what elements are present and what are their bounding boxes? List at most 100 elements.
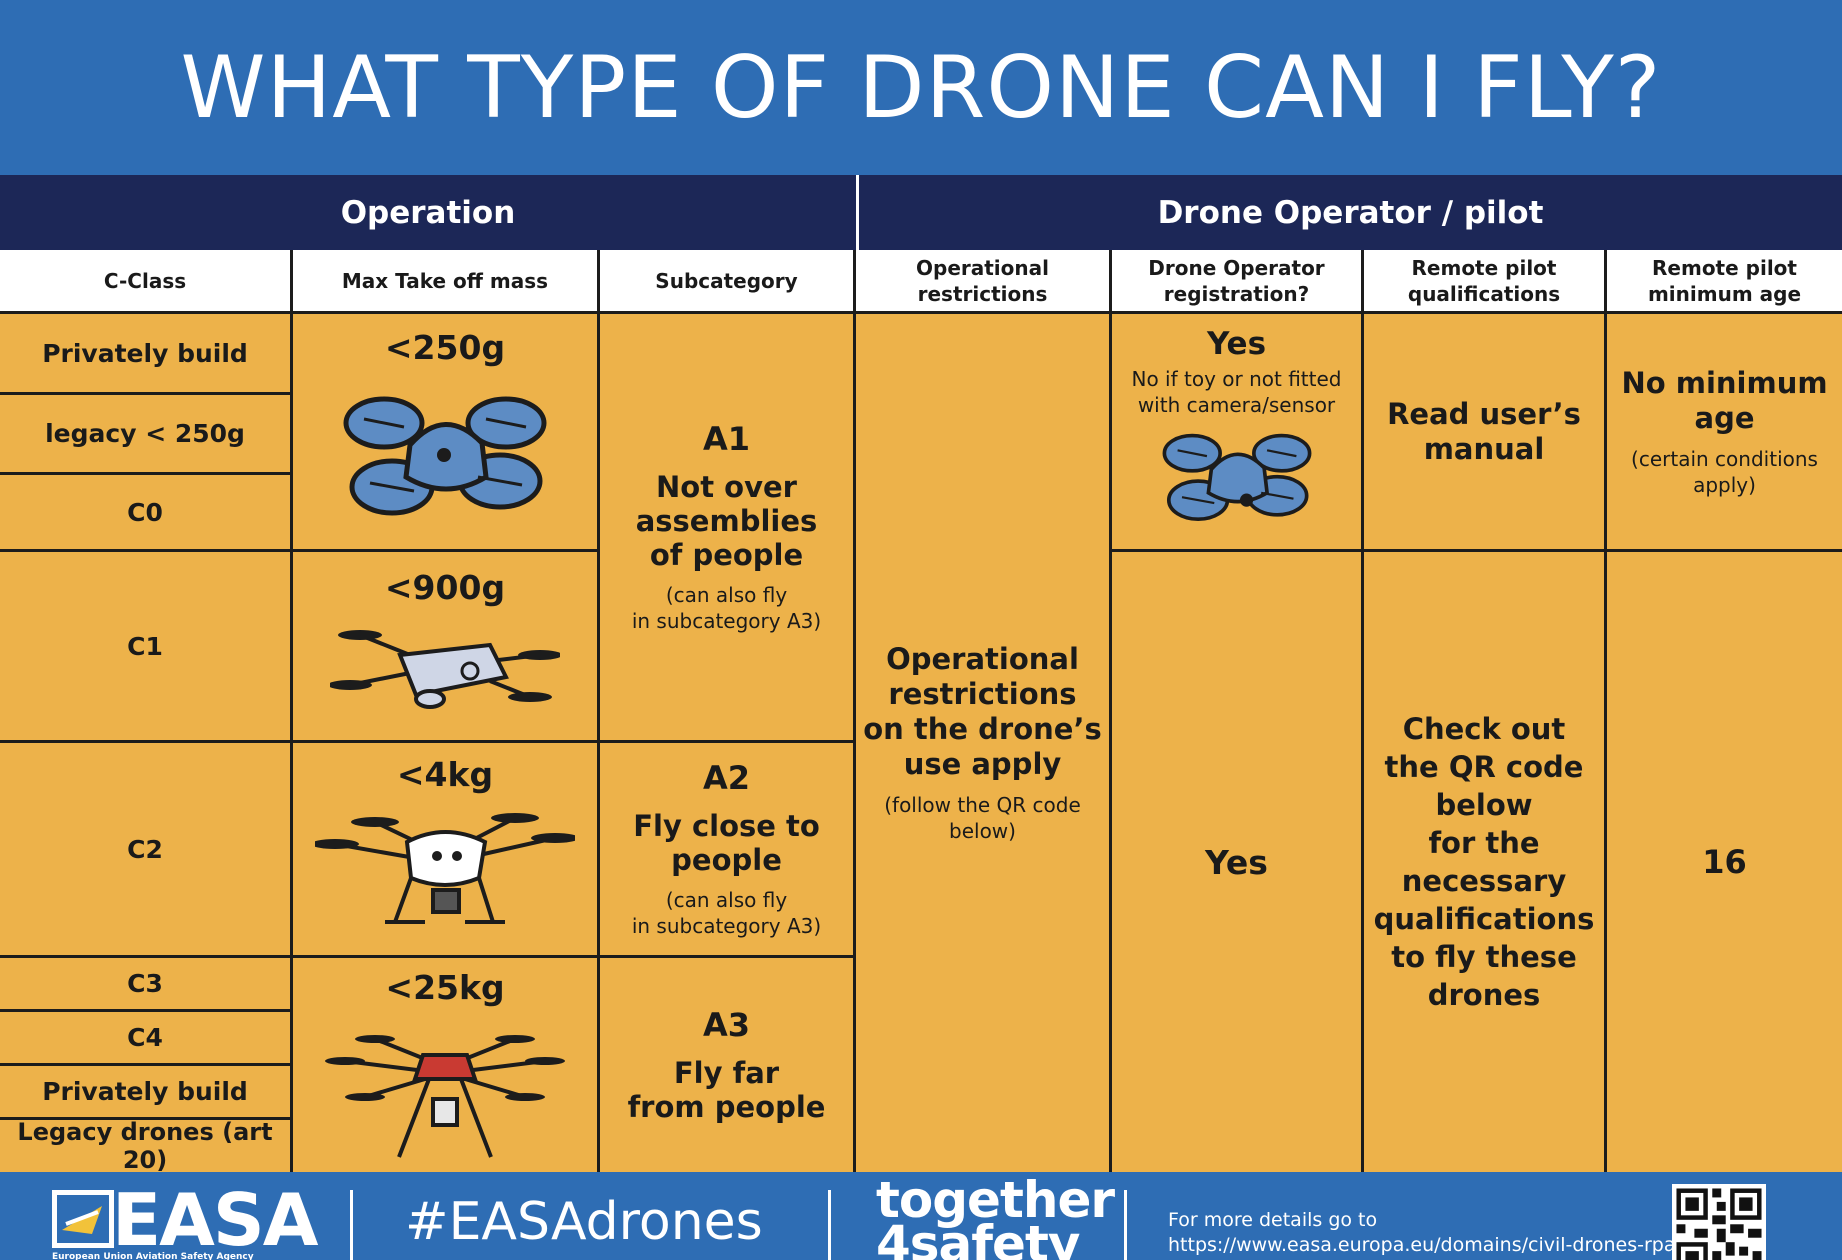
col-header-mass-text: Max Take off mass	[341, 268, 549, 293]
subcategory-text: Fly close to	[633, 809, 820, 843]
cclass-label: C0	[127, 497, 163, 527]
qualifications-text: Read user’s	[1387, 396, 1581, 431]
age-text: age	[1694, 400, 1755, 435]
mass-label: <250g	[384, 328, 506, 367]
footer-divider	[1124, 1190, 1127, 1260]
restrictions-note: (follow the QR code	[884, 793, 1081, 817]
cclass-cell: C0	[0, 475, 293, 552]
registration-note: No if toy or not fitted	[1131, 367, 1342, 391]
group-header-pilot: Drone Operator / pilot	[1157, 194, 1544, 231]
col-header-cclass-text: C-Class	[103, 268, 187, 293]
subcategory-text: people	[671, 843, 782, 877]
qualifications-text: qualifications	[1373, 902, 1595, 936]
age-value: 16	[1702, 843, 1747, 881]
hashtag-link[interactable]: #EASAdrones	[405, 1192, 763, 1252]
qualifications-bottom-cell: Check out the QR code below for the nece…	[1364, 552, 1607, 1172]
col-header-qualifications-l2: qualifications	[1407, 281, 1561, 306]
subcategory-note: (can also fly	[665, 888, 788, 912]
age-note: apply)	[1693, 472, 1756, 497]
subcategory-text: from people	[627, 1090, 826, 1124]
cclass-label: Legacy drones (art 20)	[17, 1118, 273, 1174]
easa-logo-word: EASA	[112, 1178, 318, 1260]
cclass-label: Privately build	[42, 1077, 248, 1106]
col-header-subcategory: Subcategory	[600, 250, 856, 314]
subcategory-code: A3	[702, 1006, 751, 1044]
registration-top-cell: Yes No if toy or not fitted with camera/…	[1112, 314, 1364, 552]
cclass-cell: Privately build	[0, 1066, 293, 1120]
subcategory-text: assemblies	[635, 504, 818, 538]
col-header-registration-l2: registration?	[1163, 281, 1310, 306]
restrictions-cell: Operational restrictions on the drone’s …	[856, 314, 1112, 1172]
cclass-label: legacy < 250g	[45, 419, 245, 448]
cclass-label: C2	[127, 834, 163, 864]
cclass-label: C4	[127, 1023, 163, 1052]
subcategory-a3-cell: A3 Fly far from people	[600, 958, 856, 1172]
cclass-cell: Privately build	[0, 314, 293, 395]
cclass-label: C3	[127, 969, 163, 998]
restrictions-text: restrictions	[888, 677, 1077, 711]
restrictions-text: Operational	[886, 642, 1079, 676]
qualifications-text: the QR code	[1384, 750, 1584, 784]
subcategory-code: A1	[702, 420, 751, 458]
subcategory-text: of people	[649, 538, 804, 572]
col-header-age-l1: Remote pilot	[1652, 255, 1797, 280]
qr-code-icon[interactable]	[1672, 1184, 1766, 1260]
col-header-restrictions-l1: Operational	[916, 255, 1049, 280]
footer-divider	[350, 1190, 353, 1260]
registration-note: with camera/sensor	[1137, 393, 1336, 417]
cclass-cell: legacy < 250g	[0, 395, 293, 475]
mass-cell-25kg: <25kg	[293, 958, 600, 1172]
subcategory-note: (can also fly	[665, 583, 788, 607]
col-header-age: Remote pilot minimum age	[1607, 250, 1842, 314]
cclass-cell: C2	[0, 743, 293, 958]
qualifications-text: for the necessary	[1401, 826, 1567, 898]
subcategory-code: A2	[702, 759, 751, 797]
cclass-cell: C3	[0, 958, 293, 1012]
registration-answer: Yes	[1205, 842, 1268, 882]
subcategory-text: Not over	[656, 470, 797, 504]
restrictions-text: use apply	[903, 747, 1062, 781]
cclass-cell: C4	[0, 1012, 293, 1066]
col-header-mass: Max Take off mass	[293, 250, 600, 314]
age-note: (certain conditions	[1631, 446, 1818, 471]
subcategory-note: in subcategory A3)	[631, 609, 822, 633]
footer-divider	[828, 1190, 831, 1260]
mass-label: <25kg	[385, 968, 505, 1007]
qualifications-text: below	[1435, 788, 1533, 822]
col-header-qualifications-l1: Remote pilot	[1411, 255, 1557, 280]
qualifications-text: to fly these	[1391, 940, 1577, 974]
registration-bottom-cell: Yes	[1112, 552, 1364, 1172]
foldable-drone-icon	[330, 630, 560, 709]
mass-label: <4kg	[396, 755, 494, 794]
qualifications-text: manual	[1423, 431, 1545, 466]
qualifications-top-cell: Read user’s manual	[1364, 314, 1607, 552]
cclass-cell: Legacy drones (art 20)	[0, 1118, 293, 1174]
registration-answer: Yes	[1206, 326, 1267, 362]
col-header-restrictions: Operational restrictions	[856, 250, 1112, 314]
details-url-link[interactable]: https://www.easa.europa.eu/domains/civil…	[1168, 1234, 1686, 1256]
mini-drone-icon	[343, 396, 547, 516]
together4safety-line: together	[876, 1172, 1115, 1229]
col-header-restrictions-l2: restrictions	[917, 281, 1048, 306]
quadcopter-drone-icon	[315, 813, 575, 924]
cclass-label: C1	[127, 631, 163, 661]
group-header-row: Operation Drone Operator / pilot	[0, 175, 1842, 250]
age-bottom-cell: 16	[1607, 552, 1842, 1172]
details-text: For more details go to https://www.easa.…	[1168, 1208, 1685, 1258]
age-top-cell: No minimum age (certain conditions apply…	[1607, 314, 1842, 552]
col-header-cclass: C-Class	[0, 250, 293, 314]
footer: EASA European Union Aviation Safety Agen…	[0, 1172, 1842, 1260]
qualifications-text: Check out	[1402, 712, 1566, 746]
col-header-registration-l1: Drone Operator	[1148, 255, 1325, 280]
col-header-subcategory-text: Subcategory	[655, 268, 798, 293]
group-header-operation: Operation	[0, 175, 859, 250]
restrictions-text: on the drone’s	[863, 712, 1102, 746]
mass-cell-4kg: <4kg	[293, 743, 600, 958]
together4safety-line: 4safety	[876, 1215, 1080, 1260]
subcategory-a2-cell: A2 Fly close to people (can also fly in …	[600, 743, 856, 958]
restrictions-note: below)	[949, 819, 1016, 843]
qualifications-text: drones	[1427, 978, 1541, 1012]
details-label: For more details go to	[1168, 1209, 1378, 1231]
subcategory-a1-cell: A1 Not over assemblies of people (can al…	[600, 314, 856, 743]
